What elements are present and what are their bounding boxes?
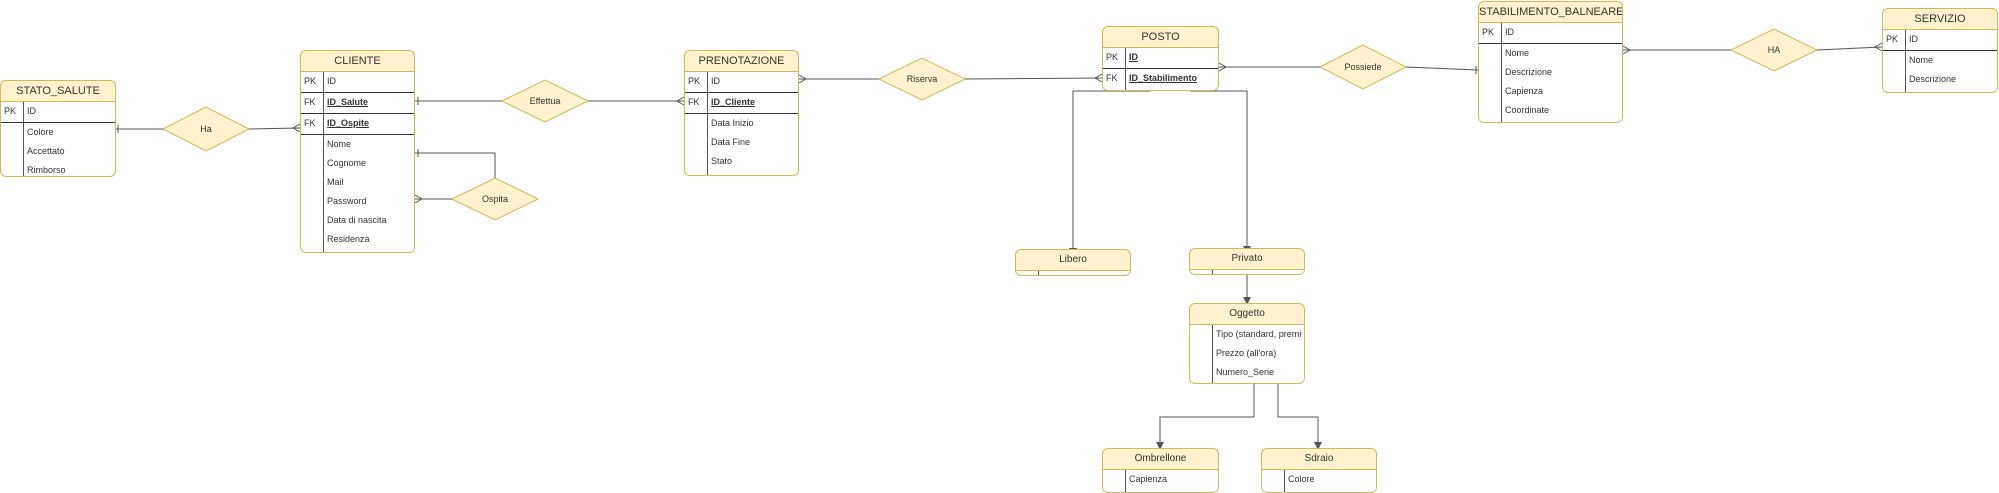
attr-row: Descrizione <box>1909 74 1957 84</box>
entity-posto[interactable]: POSTO PK ID FK ID_Stabilimento <box>1102 26 1219 91</box>
entity-title: Sdraio <box>1262 449 1376 470</box>
entity-privato[interactable]: Privato <box>1189 248 1305 275</box>
entity-cliente[interactable]: CLIENTE PK ID FK ID_Salute FK ID_Ospite … <box>300 50 415 253</box>
relation-ha2-label[interactable]: HA <box>1767 45 1781 55</box>
fk-row: FK ID_Cliente <box>688 97 756 107</box>
entity-title: PRENOTAZIONE <box>685 51 798 72</box>
entity-title: Privato <box>1190 249 1304 270</box>
attr-row: Tipo (standard, premium) <box>1216 329 1302 339</box>
attr-row: Mail <box>327 177 344 187</box>
fk-row: FK ID_Salute <box>304 97 369 107</box>
entity-stato-salute[interactable]: STATO_SALUTE PK ID Colore Accettato Rimb… <box>0 80 116 177</box>
link-ha-cliente <box>248 127 301 130</box>
relation-ha-label[interactable]: Ha <box>200 124 212 134</box>
attr-row: Numero_Serie <box>1216 367 1275 377</box>
link-riserva-posto <box>964 77 1103 80</box>
entity-oggetto[interactable]: Oggetto Tipo (standard, premium) Prezzo … <box>1189 303 1305 384</box>
attr-row: Nome <box>327 139 352 149</box>
entity-title: CLIENTE <box>301 51 414 72</box>
attr-row: Capienza <box>1129 474 1168 484</box>
pk-row: PK ID <box>1482 27 1514 37</box>
attr-row: Password <box>327 196 367 206</box>
attr-row: Data Inizio <box>711 118 754 128</box>
pk-row: PK ID <box>304 76 336 86</box>
link-oggetto-ombrellone <box>1159 384 1255 447</box>
attr-row: Residenza <box>327 234 370 244</box>
attr-row: Nome <box>1909 55 1934 65</box>
pk-row: PK ID <box>688 76 720 86</box>
link-ha2-servizio <box>1816 46 1883 51</box>
link-ospita-cliente-top <box>415 152 496 178</box>
attr-row: Accettato <box>27 146 65 156</box>
relation-riserva-label[interactable]: Riserva <box>906 74 938 84</box>
pk-row: PK ID <box>1106 52 1138 62</box>
entity-libero[interactable]: Libero <box>1015 249 1131 276</box>
link-oggetto-sdraio <box>1277 384 1319 447</box>
attr-row: Coordinate <box>1505 105 1550 115</box>
entity-ombrellone[interactable]: Ombrellone Capienza <box>1102 448 1219 493</box>
entity-stabilimento-balneare[interactable]: STABILIMENTO_BALNEARE PK ID Nome Descriz… <box>1478 1 1623 123</box>
attr-row: Data Fine <box>711 137 751 147</box>
attr-row: Descrizione <box>1505 67 1553 77</box>
attr-row: Capienza <box>1505 86 1544 96</box>
entity-servizio[interactable]: SERVIZIO PK ID Nome Descrizione <box>1882 8 1998 93</box>
entity-prenotazione[interactable]: PRENOTAZIONE PK ID FK ID_Cliente Data In… <box>684 50 799 176</box>
attr-row: Colore <box>27 127 54 137</box>
entity-title: Oggetto <box>1190 304 1304 325</box>
link-posto-libero <box>1072 90 1150 248</box>
attr-row: Stato <box>711 156 733 166</box>
pk-row: PK ID <box>4 106 36 116</box>
entity-title: STATO_SALUTE <box>1 81 115 102</box>
attr-row: Prezzo (all'ora) <box>1216 348 1277 358</box>
relation-possiede-label[interactable]: Possiede <box>1344 62 1382 72</box>
pk-row: PK ID <box>1886 34 1918 44</box>
entity-title: POSTO <box>1103 27 1218 48</box>
relation-ospita-label[interactable]: Ospita <box>481 194 509 204</box>
attr-row: Colore <box>1288 474 1315 484</box>
relation-ospita-diamond <box>450 177 540 221</box>
attr-row: Cognome <box>327 158 367 168</box>
entity-title: SERVIZIO <box>1883 9 1997 30</box>
entity-title: STABILIMENTO_BALNEARE <box>1479 2 1622 23</box>
entity-title: Libero <box>1016 250 1130 271</box>
entity-sdraio[interactable]: Sdraio Colore <box>1261 448 1377 493</box>
link-possiede-stabilimento <box>1405 66 1479 71</box>
link-posto-privato <box>1190 90 1248 246</box>
attr-row: Nome <box>1505 48 1530 58</box>
relation-effettua-label[interactable]: Effettua <box>529 96 561 106</box>
fk-row: FK ID_Stabilimento <box>1106 73 1198 83</box>
attr-row: Data di nascita <box>327 215 387 225</box>
attr-row: Rimborso <box>27 165 66 175</box>
entity-title: Ombrellone <box>1103 449 1218 470</box>
fk-row: FK ID_Ospite <box>304 118 370 128</box>
